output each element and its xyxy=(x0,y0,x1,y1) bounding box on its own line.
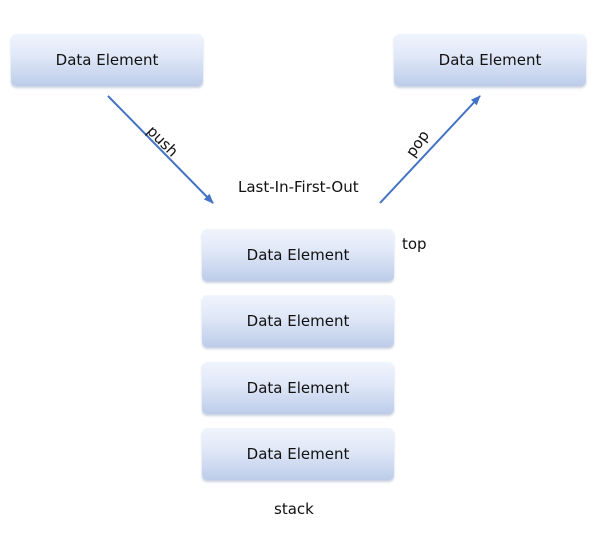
popped-data-element-label: Data Element xyxy=(438,51,542,69)
push-arrow xyxy=(107,95,214,204)
pushed-data-element-label: Data Element xyxy=(55,51,159,69)
stack-element-label: Data Element xyxy=(246,445,350,463)
stack-element: Data Element xyxy=(202,362,394,414)
stack-bottom-element: Data Element xyxy=(202,428,394,480)
top-label: top xyxy=(402,235,427,253)
popped-data-element: Data Element xyxy=(394,34,586,86)
stack-element-label: Data Element xyxy=(246,312,350,330)
pop-arrow xyxy=(379,95,481,204)
stack-label: stack xyxy=(274,500,314,518)
stack-top-element: Data Element xyxy=(202,229,394,281)
pushed-data-element: Data Element xyxy=(11,34,203,86)
stack-element: Data Element xyxy=(202,295,394,347)
lifo-label: Last-In-First-Out xyxy=(238,178,359,196)
stack-element-label: Data Element xyxy=(246,379,350,397)
stack-element-label: Data Element xyxy=(246,246,350,264)
